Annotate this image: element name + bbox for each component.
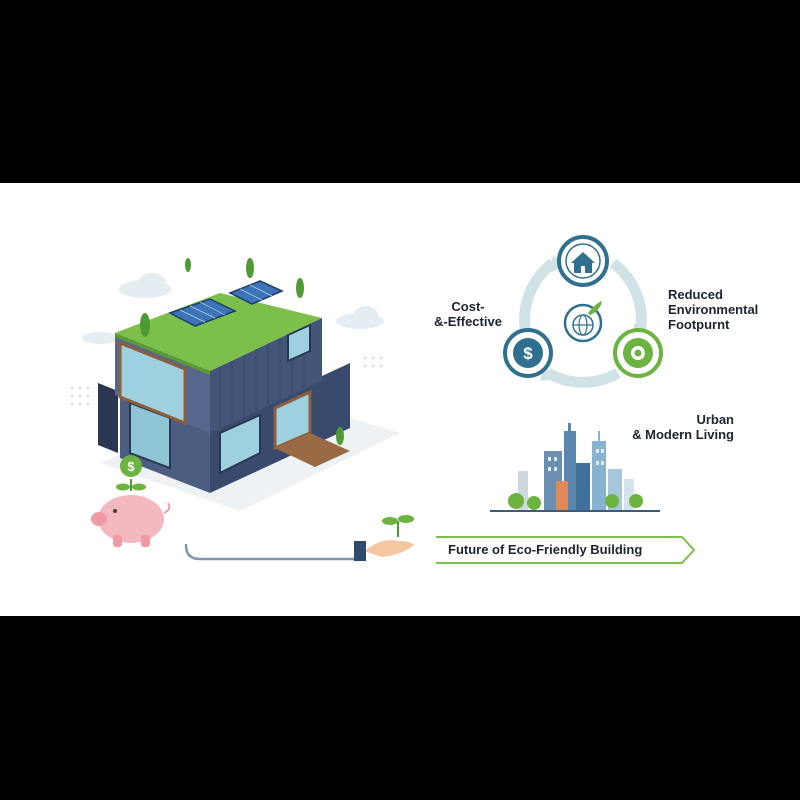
svg-text:$: $: [523, 344, 533, 363]
container-house-illustration: [70, 258, 400, 511]
reduced-label-line-1: Reduced: [668, 287, 723, 302]
cost-label-line-2: &-Effective: [434, 314, 502, 329]
hand-plant-icon: [354, 515, 414, 561]
cost-effective-label: Cost- &-Effective: [424, 299, 512, 329]
cost-label-line-1: Cost-: [451, 299, 485, 314]
svg-text:$: $: [127, 459, 135, 474]
urban-label-line-2: & Modern Living: [632, 427, 734, 442]
infographic-canvas: $: [0, 183, 800, 616]
solar-panel-icon: [168, 280, 284, 327]
future-banner-arrow: [436, 536, 696, 564]
city-skyline-icon: [490, 423, 660, 512]
dollar-icon: $: [503, 328, 553, 378]
dollar-coin-icon: [120, 455, 142, 477]
house-icon: [557, 235, 609, 287]
reduced-footprint-label: Reduced Environmental Footpurnt: [668, 287, 758, 332]
flow-line: [184, 543, 358, 561]
urban-living-label: Urban & Modern Living: [628, 412, 734, 442]
future-banner-text: Future of Eco-Friendly Building: [448, 542, 643, 557]
cloud-icon: [82, 273, 384, 344]
urban-label-line-1: Urban: [696, 412, 734, 427]
benefits-cycle-diagram: $: [503, 235, 663, 388]
reduced-label-line-2: Environmental: [668, 302, 759, 317]
globe-leaf-icon: [563, 301, 603, 343]
piggy-bank-icon: $: [91, 455, 171, 547]
reduced-label-line-3: Footpurnt: [668, 317, 730, 332]
gear-leaf-icon: [613, 328, 663, 378]
